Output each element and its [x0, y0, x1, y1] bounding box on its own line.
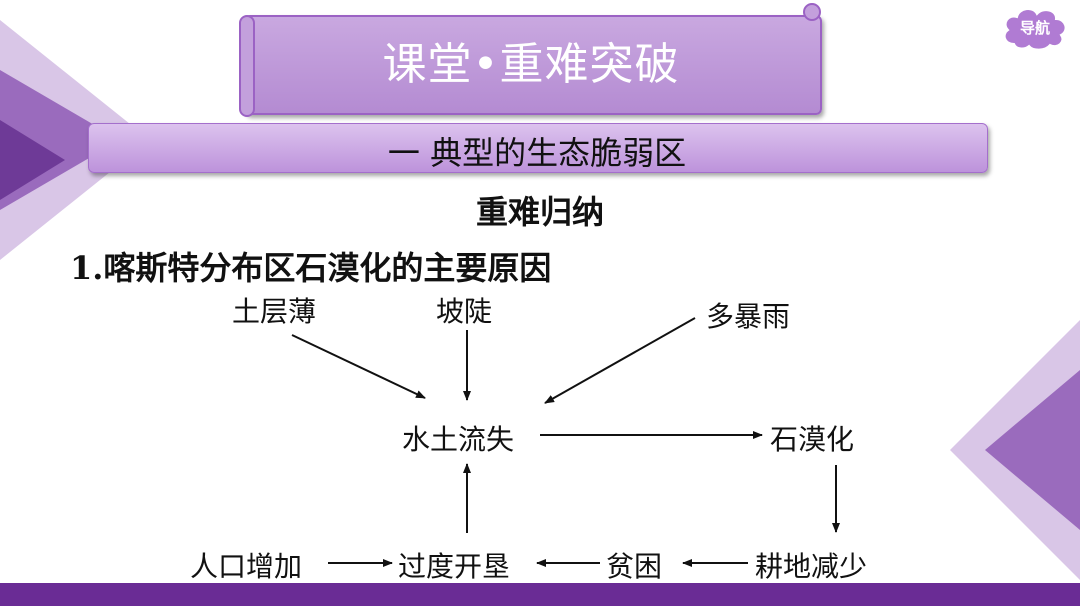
- node-farmland-decrease: 耕地减少: [755, 550, 868, 583]
- node-over-cultivation: 过度开垦: [398, 550, 511, 583]
- bottom-accent-bar: [0, 583, 1080, 606]
- title-banner: [244, 15, 822, 115]
- node-steep-slope: 坡陡: [436, 295, 493, 328]
- section-title: 一 典型的生态脆弱区: [387, 134, 687, 172]
- scroll-left-roll: [239, 15, 255, 117]
- nav-label[interactable]: 导航: [1019, 19, 1050, 37]
- topic-title: 1.喀斯特分布区石漠化的主要原因: [70, 249, 552, 287]
- nav-cloud-button[interactable]: [1000, 4, 1070, 52]
- node-population-growth: 人口增加: [190, 550, 303, 583]
- arrow-rain-to-erosion: [544, 317, 696, 404]
- arrow-thin-soil-to-erosion: [291, 334, 426, 399]
- banner-title: 课堂•重难突破: [382, 39, 680, 90]
- node-heavy-rain: 多暴雨: [706, 300, 791, 333]
- summary-heading: 重难归纳: [475, 193, 604, 231]
- node-rocky-desertification: 石漠化: [770, 423, 855, 456]
- scroll-right-curl: [803, 3, 821, 21]
- section-bar: [88, 123, 988, 173]
- node-thin-soil: 土层薄: [232, 295, 317, 328]
- node-poverty: 贫困: [606, 550, 663, 583]
- node-soil-erosion: 水土流失: [402, 423, 515, 456]
